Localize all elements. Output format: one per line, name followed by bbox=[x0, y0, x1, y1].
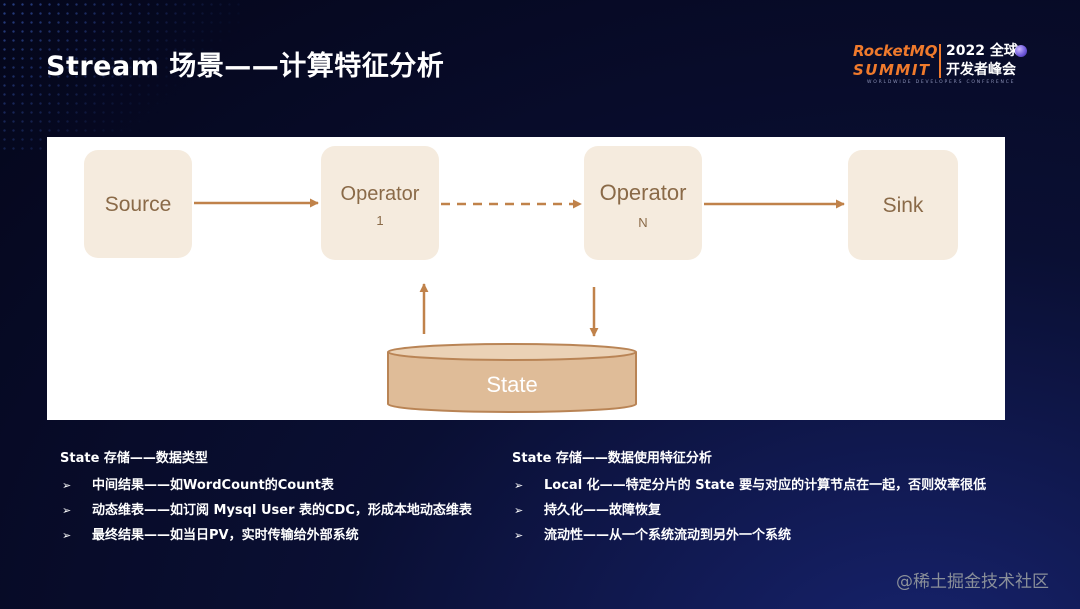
summit-logo: RocketMQ SUMMIT 2022 全球 开发者峰会 WORLDWIDE … bbox=[853, 42, 1033, 88]
bullet-arrow-icon: ➢ bbox=[514, 504, 524, 517]
slide-title: Stream 场景——计算特征分析 bbox=[46, 51, 445, 82]
sink-node bbox=[848, 150, 958, 260]
right-list-item: ➢ 流动性——从一个系统流动到另外一个系统 bbox=[512, 523, 986, 548]
right-list-item: ➢ Local 化——特定分片的 State 要与对应的计算节点在一起，否则效率… bbox=[512, 473, 986, 498]
bullet-arrow-icon: ➢ bbox=[62, 529, 72, 542]
right-list-item-text: Local 化——特定分片的 State 要与对应的计算节点在一起，否则效率很低 bbox=[544, 478, 987, 493]
left-list-item-text: 中间结果——如WordCount的Count表 bbox=[92, 478, 334, 493]
operator-1-node bbox=[321, 146, 439, 260]
bullet-arrow-icon: ➢ bbox=[62, 479, 72, 492]
logo-event-year: 2022 全球 bbox=[946, 43, 1018, 59]
source-node bbox=[84, 150, 192, 258]
left-list-item: ➢ 最终结果——如当日PV，实时传输给外部系统 bbox=[60, 523, 472, 548]
left-column-heading: State 存储——数据类型 bbox=[60, 451, 208, 466]
bullet-arrow-icon: ➢ bbox=[514, 479, 524, 492]
left-list-item-text: 最终结果——如当日PV，实时传输给外部系统 bbox=[92, 528, 359, 543]
logo-event-name: 开发者峰会 bbox=[946, 62, 1016, 78]
logo-separator bbox=[939, 44, 941, 78]
right-list-item: ➢ 持久化——故障恢复 bbox=[512, 498, 986, 523]
watermark: @稀土掘金技术社区 bbox=[896, 572, 1049, 592]
logo-tagline: WORLDWIDE DEVELOPERS CONFERENCE bbox=[867, 80, 1016, 85]
logo-brand-rocketmq: RocketMQ bbox=[853, 42, 938, 60]
operator-1-label: Operator bbox=[341, 183, 420, 205]
right-column-heading: State 存储——数据使用特征分析 bbox=[512, 451, 712, 466]
left-list-item: ➢ 动态维表——如订阅 Mysql User 表的CDC，形成本地动态维表 bbox=[60, 498, 472, 523]
bullet-arrow-icon: ➢ bbox=[62, 504, 72, 517]
dot-pattern-decoration bbox=[0, 0, 240, 150]
left-column-state-data-types: State 存储——数据类型 ➢ 中间结果——如WordCount的Count表… bbox=[60, 448, 472, 548]
stream-flow-diagram: Source Operator 1 Operator N Sink State bbox=[84, 146, 958, 413]
source-node-label: Source bbox=[105, 193, 172, 216]
operator-1-index: 1 bbox=[376, 213, 383, 228]
left-list-item-text: 动态维表——如订阅 Mysql User 表的CDC，形成本地动态维表 bbox=[92, 503, 472, 518]
operator-n-node bbox=[584, 146, 702, 260]
diagram-panel: Source Operator 1 Operator N Sink State bbox=[47, 137, 1005, 420]
operator-n-index: N bbox=[638, 215, 647, 230]
sink-node-label: Sink bbox=[883, 194, 924, 217]
state-label: State bbox=[486, 372, 537, 397]
planet-icon bbox=[1015, 45, 1027, 57]
right-column-state-usage-features: State 存储——数据使用特征分析 ➢ Local 化——特定分片的 Stat… bbox=[512, 448, 986, 548]
right-list-item-text: 流动性——从一个系统流动到另外一个系统 bbox=[544, 528, 792, 543]
state-database-icon bbox=[387, 343, 637, 413]
left-list-item: ➢ 中间结果——如WordCount的Count表 bbox=[60, 473, 472, 498]
operator-n-label: Operator bbox=[600, 180, 687, 205]
right-list-item-text: 持久化——故障恢复 bbox=[544, 503, 662, 518]
logo-brand-summit: SUMMIT bbox=[853, 61, 931, 79]
bullet-arrow-icon: ➢ bbox=[514, 529, 524, 542]
